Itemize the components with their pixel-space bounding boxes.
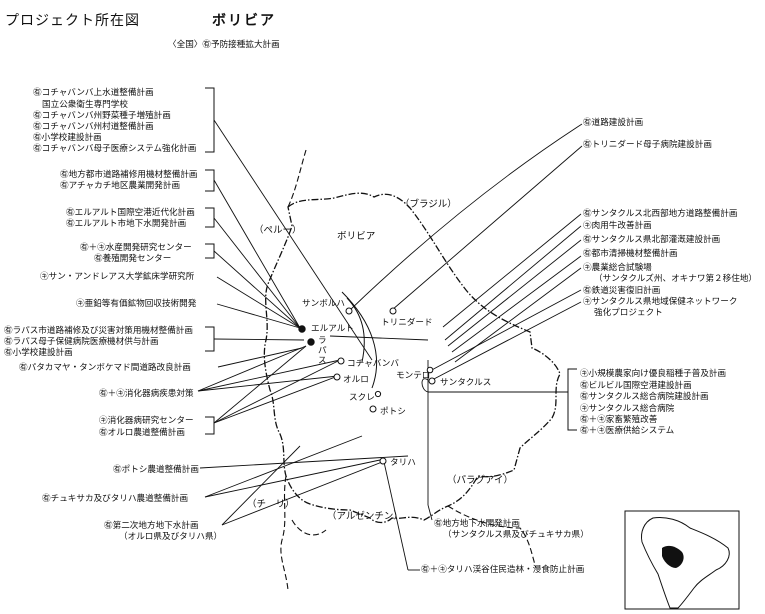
city-oruro: オルロ: [343, 375, 369, 385]
project-label: ㋖サン・アンドレアス大学鉱床学研究所: [40, 272, 195, 282]
project-label: ㊒コチャバンバ州村道整備計画: [33, 122, 154, 132]
project-label: ㊒ラパス市道路補修及び災害対策用機材整備計画: [4, 326, 193, 336]
project-label: ㋖サンタクルス県地域保健ネットワーク: [583, 297, 738, 307]
project-label: ㊒地方都市道路補修用機材整備計画: [60, 170, 198, 180]
page-title: プロジェクト所在図: [5, 13, 140, 29]
project-label: ㊒鉄道災害復旧計画: [583, 286, 661, 296]
project-label: ㊒エルアルト市地下水開発計画: [66, 219, 187, 229]
project-label: ㊒養殖開発センター: [94, 254, 172, 264]
project-label: ㊒ビルビル国際空港建設計画: [580, 381, 692, 391]
city-potosi: ポトシ: [380, 407, 406, 417]
city-sanborja: サンボルハ: [302, 299, 345, 309]
project-label: ㋖消化器病研究センター: [99, 416, 194, 426]
country-title: ボリビア: [212, 13, 276, 29]
argentina-chile-border: [291, 519, 327, 536]
project-label: ㊒＋㋖水産開発研究センター: [80, 243, 192, 253]
project-label: ㊒トリニダード母子病院建設計画: [583, 140, 712, 150]
marker-trinidad: [389, 307, 397, 315]
city-lapaz: ラパス: [318, 336, 327, 366]
project-label: ㊒パタカマヤ・タンボケマド間道路改良計画: [19, 363, 191, 373]
project-label: ㋖亜鉛等有価鉱物回収技術開発: [76, 299, 197, 309]
project-label: ㊒サンタクルス総合病院建設計画: [580, 392, 709, 402]
marker-cochabamba: [337, 357, 345, 365]
project-label: ㊒都市清掃機材整備計画: [583, 249, 678, 259]
project-label: ㊒アチャカチ地区農業開発計画: [60, 181, 181, 191]
marker-sanborja: [345, 307, 353, 315]
marker-oruro: [333, 373, 341, 381]
marker-tarija: [379, 457, 387, 465]
paraguay-argentina-border: [447, 505, 537, 569]
project-label: ㊒小学校建設計画: [4, 348, 73, 358]
city-santacruz: サンタクルス: [440, 378, 492, 388]
project-label: ㊒コチャバンバ母子医療システム強化計画: [33, 144, 197, 154]
peru-brazil-border: [287, 149, 307, 208]
city-montero: モンテロ: [396, 371, 431, 381]
neighbor-peru: （ペルー）: [254, 225, 302, 236]
project-label: ㊒＋㋖医療供給システム: [580, 426, 675, 436]
project-label: ㋖農業総合試験場: [583, 263, 652, 273]
inset-bolivia: [662, 545, 684, 568]
project-label: ㊒ポトシ農道整備計画: [113, 465, 199, 475]
city-elalto: エルアルト: [311, 324, 354, 334]
inset-frame: [624, 510, 740, 610]
project-label: ㊒道路建設計画: [583, 118, 644, 128]
marker-santacruz: [428, 377, 436, 385]
project-label: ㊒＋㋖タリハ渓谷住民造林・浸食防止計画: [421, 565, 585, 575]
project-label: ㊒サンタクルス北西部地方道路整備計画: [583, 209, 738, 219]
project-label: ㊒サンタクルス県北部灌漑建設計画: [583, 235, 721, 245]
project-label: ㊒第二次地方地下水計画: [104, 521, 199, 531]
neighbor-paraguay: （パラグアイ）: [447, 475, 514, 486]
neighbor-brazil: （ブラジル）: [400, 199, 457, 210]
project-label: ㊒オルロ農道整備計画: [99, 428, 185, 438]
project-label: 強化プロジェクト: [594, 308, 663, 318]
inset-south-america: [641, 517, 730, 609]
marker-lapaz: [307, 338, 315, 346]
project-label: ㊒地方地下水開発計画: [434, 519, 520, 529]
project-label: ㊒小学校建設計画: [33, 133, 102, 143]
project-label: ㊒＋㋖消化器病疾患対策: [99, 389, 194, 399]
city-tarija: タリハ: [390, 458, 416, 468]
city-trinidad: トリニダード: [381, 318, 433, 328]
project-label: ㊒チュキサカ及びタリハ農道整備計画: [42, 494, 189, 504]
project-label: ㊒エルアルト国際空港近代化計画: [66, 208, 195, 218]
project-label: ㊒コチャバンバ州野菜種子増殖計画: [33, 111, 171, 121]
country-label: ボリビア: [337, 231, 376, 242]
neighbor-argentina: （アルゼンチン）: [327, 511, 403, 522]
neighbor-chile: （チ リ）: [247, 499, 295, 510]
city-cochabamba: コチャバンバ: [347, 359, 399, 369]
project-label: ㊒ラパス母子保健病院医療機材供与計画: [4, 337, 159, 347]
project-label: ㊒コチャバンバ上水道整備計画: [33, 88, 154, 98]
marker-potosi: [369, 405, 377, 413]
project-label: （サンタクルズ州、オキナワ第２移住地）: [594, 274, 758, 284]
bolivia-border: [263, 192, 561, 524]
project-label: ㋖肉用牛改善計画: [583, 221, 652, 231]
marker-montero: [426, 366, 434, 374]
project-label: ㋖小規模農家向け優良稲種子普及計画: [580, 369, 727, 379]
chile-border: [280, 475, 289, 591]
project-label: ㊒＋㋖家畜繁殖改善: [580, 415, 658, 425]
marker-elalto: [298, 325, 306, 333]
project-label: （オルロ県及びタリハ県）: [119, 532, 223, 542]
project-label: 国立公衆衛生専門学校: [42, 100, 128, 110]
national-note: 〈全国〉㊒予防接種拡大計画: [168, 40, 280, 50]
project-label: ㋖サンタクルス総合病院: [580, 404, 675, 414]
project-label: （サンタクルス県及びチュキサカ県）: [443, 530, 589, 540]
city-sucre: スクレ: [349, 393, 375, 403]
marker-sucre: [374, 390, 382, 398]
